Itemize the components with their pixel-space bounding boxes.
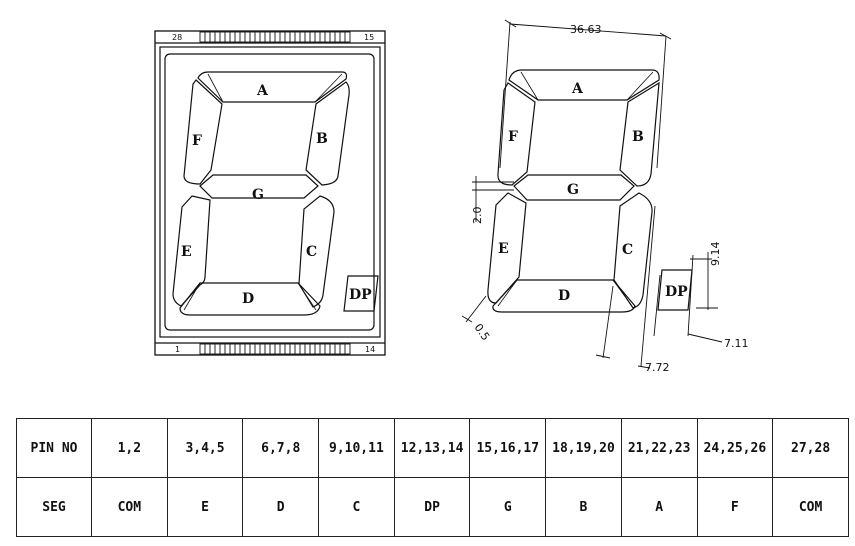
pin-cell: 1,2 bbox=[91, 418, 168, 478]
dim-label-d: D bbox=[558, 288, 570, 304]
package-front-view: 28 15 1 14 A F B G E C D DP bbox=[154, 30, 386, 356]
seg-cell: COM bbox=[91, 477, 168, 537]
pin-label-14: 14 bbox=[365, 345, 375, 354]
top-pin-strip bbox=[199, 31, 351, 43]
dim-label-c: C bbox=[622, 242, 633, 258]
dim-width-label: 36.63 bbox=[570, 23, 602, 36]
dim-dp-height-label: 9.14 bbox=[709, 242, 722, 267]
label-c: C bbox=[306, 244, 317, 260]
dimension-view: A F B G E C D DP bbox=[461, 19, 749, 374]
dim-segment-a bbox=[508, 69, 660, 101]
seg-cell: DP bbox=[393, 477, 471, 537]
seg-cell: COM bbox=[772, 477, 849, 537]
dim-dp-width-label: 7.11 bbox=[724, 337, 749, 350]
dim-segment-f bbox=[497, 82, 536, 186]
segment-g bbox=[199, 174, 319, 199]
pin-no-header: PIN NO bbox=[16, 418, 92, 478]
pin-assignment-table: PIN NO 1,2 3,4,5 6,7,8 9,10,11 12,13,14 … bbox=[16, 418, 849, 537]
dim-segment-d bbox=[492, 279, 636, 313]
dim-corner-label: 0.5 bbox=[472, 321, 493, 343]
pin-cell: 27,28 bbox=[772, 418, 849, 478]
segment-dp-box bbox=[343, 275, 379, 312]
pin-label-28: 28 bbox=[172, 33, 182, 42]
seg-cell: F bbox=[696, 477, 774, 537]
seg-header: SEG bbox=[16, 477, 92, 537]
dim-label-dp: DP bbox=[665, 284, 688, 300]
dim-segment-c bbox=[613, 192, 653, 309]
dim-gap-label: 2.0 bbox=[471, 207, 484, 225]
pin-cell: 9,10,11 bbox=[318, 418, 395, 478]
label-a: A bbox=[256, 83, 269, 99]
dim-label-a: A bbox=[571, 81, 584, 97]
pin-cell: 6,7,8 bbox=[242, 418, 320, 478]
dim-segment-b bbox=[619, 81, 660, 187]
pin-number-row: PIN NO 1,2 3,4,5 6,7,8 9,10,11 12,13,14 … bbox=[16, 418, 849, 478]
dim-label-f: F bbox=[508, 129, 518, 145]
label-dp: DP bbox=[349, 287, 372, 303]
dim-segment-g bbox=[513, 174, 635, 201]
seg-cell: B bbox=[545, 477, 622, 537]
seg-cell: A bbox=[620, 477, 698, 537]
pin-cell: 24,25,26 bbox=[696, 418, 774, 478]
pin-cell: 3,4,5 bbox=[166, 418, 244, 478]
label-e: E bbox=[181, 244, 192, 260]
segment-a bbox=[197, 71, 348, 103]
dim-label-g: G bbox=[567, 182, 579, 198]
pin-cell: 21,22,23 bbox=[620, 418, 698, 478]
segment-b bbox=[305, 81, 350, 186]
label-b: B bbox=[316, 131, 328, 147]
dim-label-b: B bbox=[632, 129, 644, 145]
pin-label-1: 1 bbox=[175, 345, 180, 354]
bottom-pin-strip bbox=[199, 343, 351, 355]
seg-cell: D bbox=[242, 477, 320, 537]
front-digit bbox=[172, 71, 379, 316]
dim-offset-label: 7.72 bbox=[645, 361, 670, 374]
seven-segment-drawing: 28 15 1 14 A F B G E C D DP bbox=[154, 19, 749, 374]
label-f: F bbox=[192, 133, 202, 149]
seg-cell: E bbox=[166, 477, 244, 537]
segment-c bbox=[298, 195, 335, 308]
dim-label-e: E bbox=[498, 241, 509, 257]
segment-row: SEG COM E D C DP G B A F COM bbox=[16, 477, 849, 537]
dim-segment-dp-box bbox=[657, 269, 693, 311]
pin-cell: 18,19,20 bbox=[545, 418, 622, 478]
pin-label-15: 15 bbox=[364, 33, 374, 42]
pin-cell: 15,16,17 bbox=[469, 418, 547, 478]
segment-d bbox=[179, 282, 321, 316]
seg-cell: C bbox=[318, 477, 395, 537]
segment-f bbox=[183, 79, 223, 185]
seg-cell: G bbox=[469, 477, 547, 537]
pin-cell: 12,13,14 bbox=[393, 418, 471, 478]
label-g: G bbox=[252, 187, 264, 203]
label-d: D bbox=[242, 291, 254, 307]
